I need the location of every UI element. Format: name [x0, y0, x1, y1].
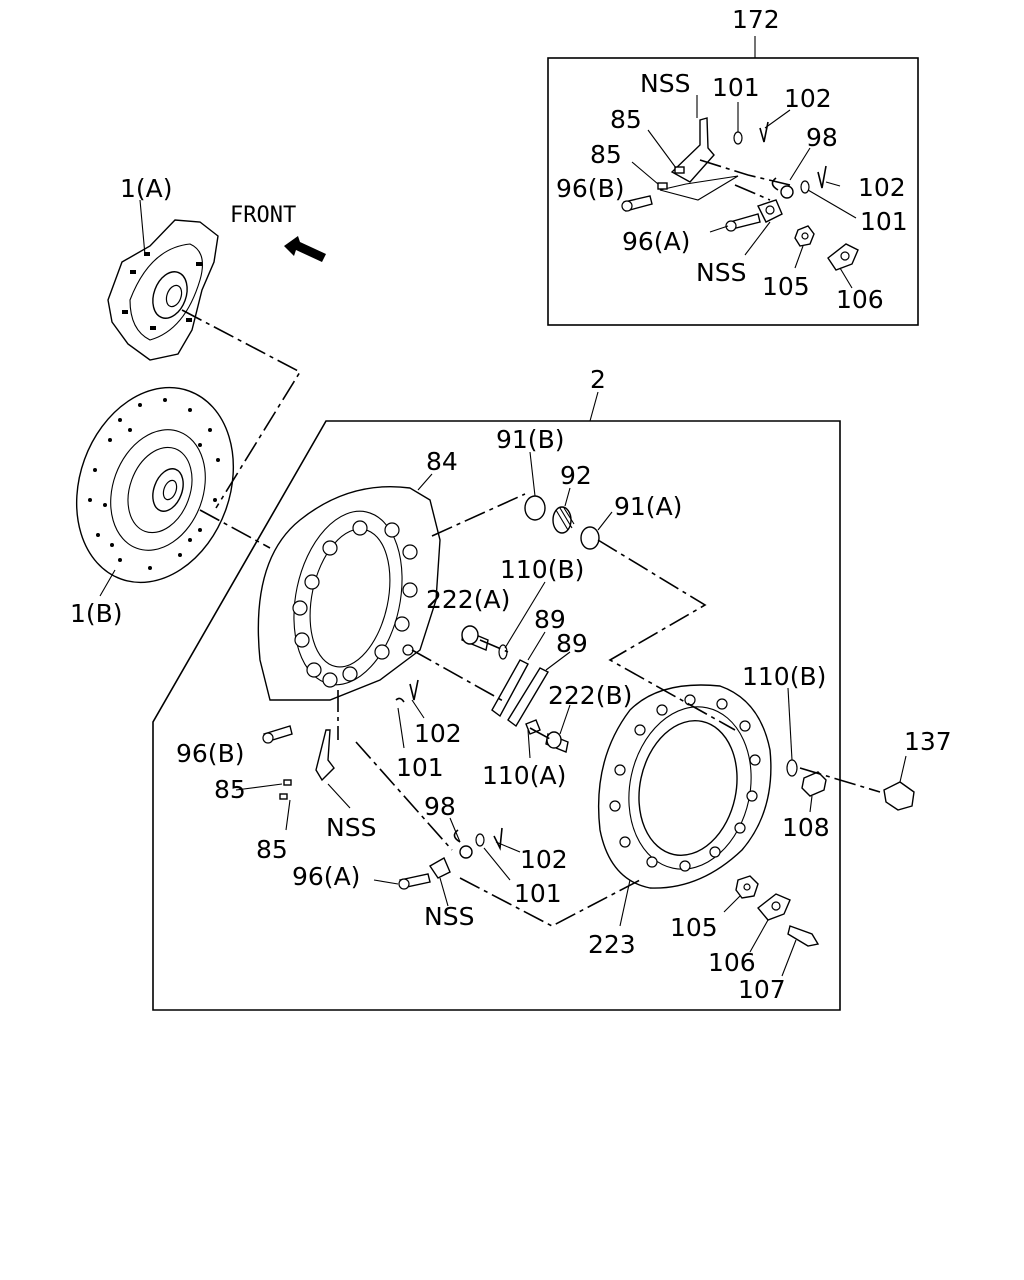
label-84: 84	[426, 447, 458, 476]
label-1b: 1(B)	[70, 599, 123, 628]
label-92: 92	[560, 461, 592, 490]
label-102-1: 102	[414, 719, 462, 748]
label-102-2: 102	[520, 845, 568, 874]
label-110a: 110(A)	[482, 761, 566, 790]
label-222b: 222(B)	[548, 681, 632, 710]
spring-assembly: 91(B) 92 91(A)	[496, 425, 682, 550]
inset-label-85-1: 85	[610, 105, 642, 134]
inset-label-102-2: 102	[858, 173, 906, 202]
inset-label-98: 98	[806, 123, 838, 152]
label-nss-2: NSS	[424, 902, 474, 931]
pressure-plate-223: 223	[588, 684, 772, 959]
label-137: 137	[904, 727, 952, 756]
label-108: 108	[782, 813, 830, 842]
label-96b: 96(B)	[176, 739, 244, 768]
inset-label-96b: 96(B)	[556, 174, 624, 203]
label-107: 107	[738, 975, 786, 1004]
front-arrow-icon	[284, 236, 326, 262]
inset-label-85-2: 85	[590, 140, 622, 169]
label-106: 106	[708, 948, 756, 977]
clutch-disc-1b: 1(B)	[70, 386, 235, 628]
inset-label-nss-2: NSS	[696, 258, 746, 287]
inset-label-172: 172	[732, 5, 780, 34]
label-105: 105	[670, 913, 718, 942]
label-101-2: 101	[514, 879, 562, 908]
label-1a: 1(A)	[120, 174, 173, 203]
inset-detail-172: 172 NSS 101 102 85 98 85 96(B) 102 101 9…	[547, 5, 919, 326]
plate-holes	[609, 694, 761, 872]
connector-lines	[181, 309, 881, 927]
pressure-plate-cover-84: 84	[257, 447, 458, 701]
label-89-1: 89	[534, 605, 566, 634]
friction-dots	[88, 398, 220, 570]
lever-group-lower: 96(B) 85 85 NSS 102 101 98 102 101 96(A)…	[176, 679, 568, 931]
front-label: FRONT	[230, 203, 296, 228]
label-85-2: 85	[256, 835, 288, 864]
label-89-2: 89	[556, 629, 588, 658]
label-2: 2	[590, 365, 606, 394]
cover-bosses	[292, 520, 418, 688]
label-222a: 222(A)	[426, 585, 510, 614]
front-direction-indicator: FRONT	[230, 203, 326, 262]
inset-label-105: 105	[762, 272, 810, 301]
inset-label-102-1: 102	[784, 84, 832, 113]
label-101-1: 101	[396, 753, 444, 782]
label-nss-1: NSS	[326, 813, 376, 842]
label-110b-2: 110(B)	[742, 662, 826, 691]
inset-label-101-2: 101	[860, 207, 908, 236]
label-223: 223	[588, 930, 636, 959]
assembly-box-2: 2	[152, 365, 841, 1011]
inset-label-nss-1: NSS	[640, 69, 690, 98]
label-85-1: 85	[214, 775, 246, 804]
label-98: 98	[424, 792, 456, 821]
label-96a: 96(A)	[292, 862, 360, 891]
label-110b-1: 110(B)	[500, 555, 584, 584]
inset-label-106: 106	[836, 285, 884, 314]
clutch-disc-1a: 1(A)	[107, 174, 219, 361]
strap-and-bolt-parts: 110(B) 222(A) 89 89 222(B) 110(A)	[426, 555, 632, 790]
right-side-parts: 110(B) 137 108	[742, 662, 952, 842]
label-91a: 91(A)	[614, 492, 682, 521]
inset-label-96a: 96(A)	[622, 227, 690, 256]
nut-plate-bolt-parts: 105 106 107	[670, 875, 820, 1004]
inset-label-101-1: 101	[712, 73, 760, 102]
label-91b: 91(B)	[496, 425, 564, 454]
